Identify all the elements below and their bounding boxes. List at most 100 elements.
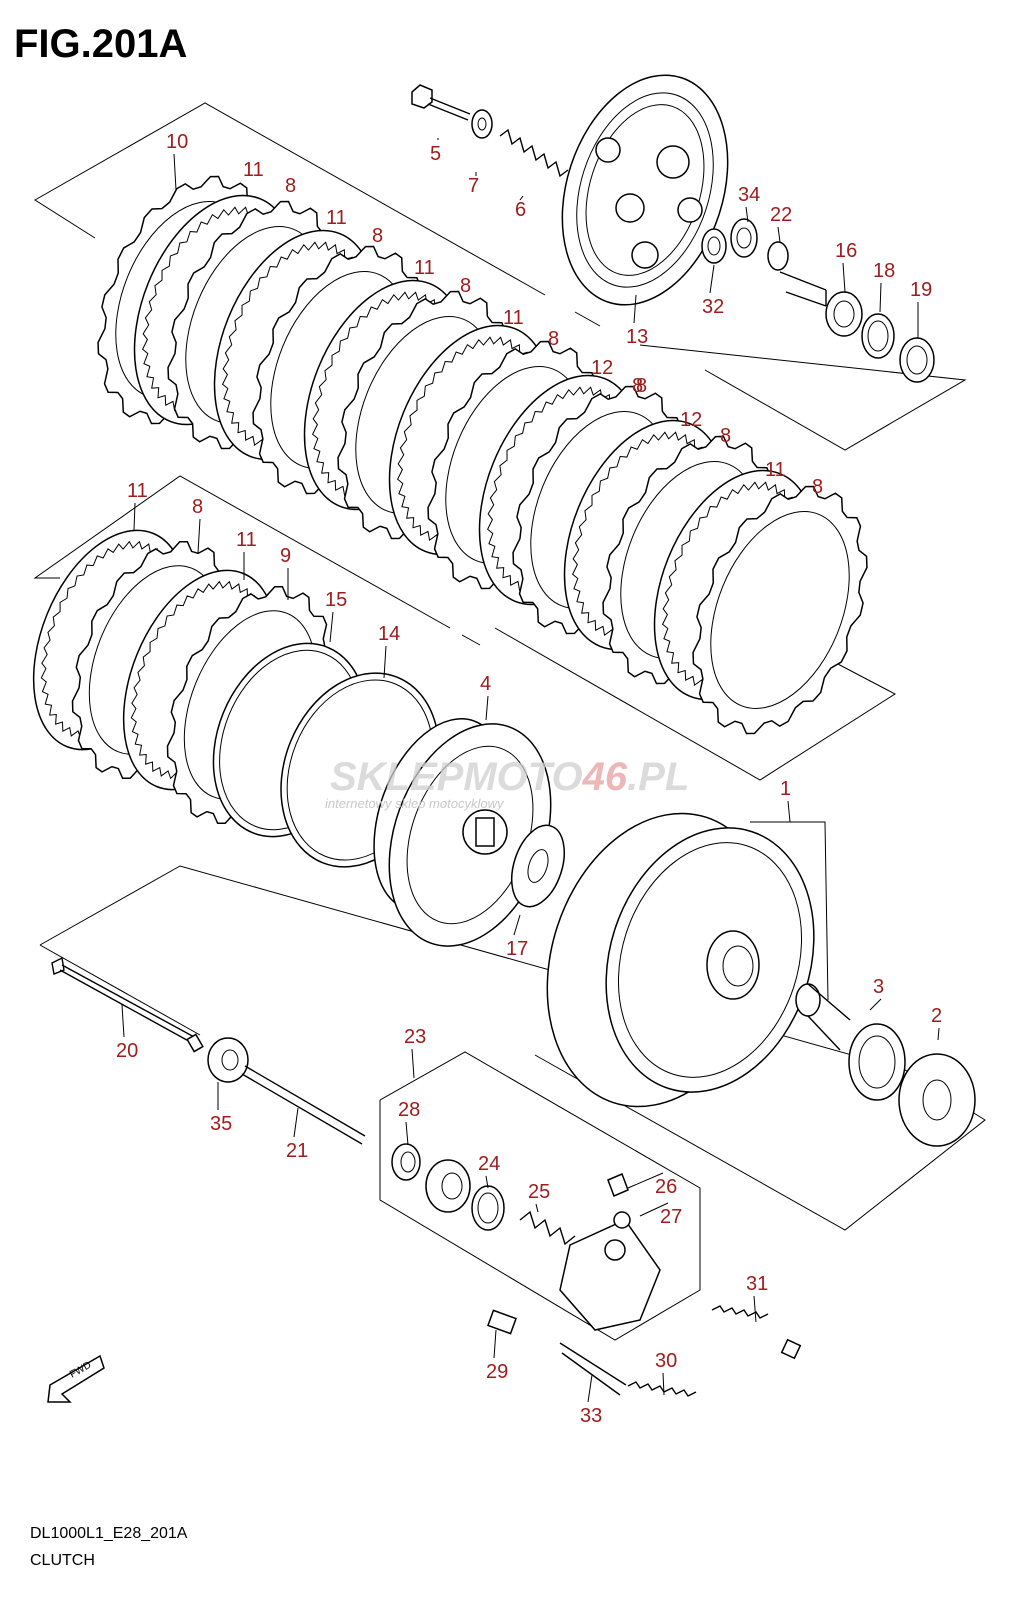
callout-label: 9 (280, 545, 291, 567)
leader-line (777, 226, 781, 243)
callout-label: 27 (660, 1206, 682, 1228)
figure-title: FIG.201A (14, 22, 188, 66)
callout-label: 24 (478, 1153, 500, 1175)
callout-label: 8 (632, 375, 643, 397)
callout-label: 35 (210, 1113, 232, 1135)
leader-line (411, 1048, 415, 1079)
bolt-5 (411, 84, 471, 121)
watermark-brand-a: SKLEP (330, 755, 464, 799)
figure-code: DL1000L1_E28_201A (30, 1525, 188, 1542)
leader-line (639, 1202, 669, 1217)
callout-label: 11 (503, 307, 524, 329)
watermark-brand-d: .PL (627, 755, 689, 799)
leader-line (197, 518, 201, 554)
callout-label: 33 (580, 1405, 602, 1427)
leader-line (535, 1203, 539, 1213)
callout-label: 13 (626, 326, 648, 348)
push-rod-20 (51, 956, 204, 1053)
leader-line (937, 1027, 940, 1041)
pressure-plate (561, 74, 729, 306)
callout-label: 4 (480, 673, 491, 695)
callout-label: 8 (636, 375, 647, 397)
watermark-tagline: internetowy sklep motocyklowy (325, 796, 505, 811)
callout-label: 12 (680, 409, 702, 431)
leader-line (405, 1121, 409, 1146)
callout-label: 28 (398, 1099, 420, 1121)
callout-label: 20 (116, 1040, 138, 1062)
leader-line (662, 1372, 665, 1396)
callout-label: 25 (528, 1181, 550, 1203)
callout-label: 34 (738, 184, 760, 206)
leader-line (485, 695, 489, 721)
leader-line (753, 1295, 757, 1323)
leader-line (133, 502, 136, 531)
leader-line (633, 294, 637, 324)
washer-17 (510, 824, 566, 908)
callout-label: 8 (192, 496, 203, 518)
leader-line (513, 914, 521, 936)
callout-label: 11 (236, 529, 257, 551)
seal-32 (701, 228, 727, 264)
leader-line (121, 1004, 125, 1038)
callout-label: 11 (243, 159, 264, 181)
leader-line (173, 153, 177, 191)
release-parts (391, 1143, 802, 1397)
leader-line (587, 1374, 593, 1403)
callout-labels: 1234567888888888910111111111111111212131… (116, 131, 942, 1427)
callout-label: 12 (591, 357, 613, 379)
callout-label: 31 (746, 1273, 768, 1295)
bearing-34 (730, 218, 758, 258)
callout-label: 7 (468, 175, 479, 197)
callout-label: 11 (414, 257, 435, 279)
callout-label: 8 (720, 425, 731, 447)
callout-label: 8 (812, 476, 823, 498)
callout-label: 30 (655, 1350, 677, 1372)
callout-label: 26 (655, 1176, 677, 1198)
watermark-brand-c: 46 (582, 755, 628, 799)
washer-7 (471, 109, 493, 139)
callout-label: 8 (372, 225, 383, 247)
callout-label: 21 (286, 1140, 308, 1162)
washer-19 (899, 337, 935, 383)
washer-2 (898, 1053, 976, 1147)
washer-18 (861, 313, 895, 359)
callout-label: 18 (873, 260, 895, 282)
sleeve-3 (795, 983, 906, 1101)
callout-label: 19 (910, 279, 932, 301)
oil-seal-35 (207, 1037, 249, 1083)
callout-label: 8 (285, 175, 296, 197)
leader-line (709, 264, 715, 294)
leader-line (493, 1329, 497, 1359)
callout-label: 14 (378, 623, 400, 645)
callout-label: 8 (548, 328, 559, 350)
leader-line (383, 645, 387, 679)
callout-label: 16 (835, 240, 857, 262)
rod-22 (767, 241, 827, 307)
callout-label: 29 (486, 1361, 508, 1383)
fwd-arrow-icon: FWD (47, 1354, 105, 1403)
callout-label: 11 (127, 480, 148, 502)
friction-plate (692, 485, 868, 735)
watermark-brand-b: MOTO (463, 755, 582, 799)
callout-label: 8 (460, 275, 471, 297)
callout-label: 1 (780, 778, 791, 800)
figure-name: CLUTCH (30, 1552, 95, 1569)
watermark: SKLEPMOTO46.PL internetowy sklep motocyk… (325, 755, 689, 811)
callout-label: 2 (931, 1005, 942, 1027)
leader-line (627, 1172, 664, 1189)
leader-line (519, 195, 524, 201)
leader-lines (121, 138, 940, 1403)
leader-line (485, 1175, 489, 1189)
frame-lines (33, 102, 986, 1341)
callout-label: 3 (873, 976, 884, 998)
rod-21 (241, 1065, 366, 1145)
leader-line (842, 262, 846, 293)
callout-label: 22 (770, 204, 792, 226)
callout-label: 32 (702, 296, 724, 318)
callout-label: 15 (325, 589, 347, 611)
leader-line (293, 1107, 299, 1138)
clutch-housing-1 (546, 812, 815, 1108)
bearing-16 (825, 291, 863, 337)
callout-label: 10 (166, 131, 188, 153)
